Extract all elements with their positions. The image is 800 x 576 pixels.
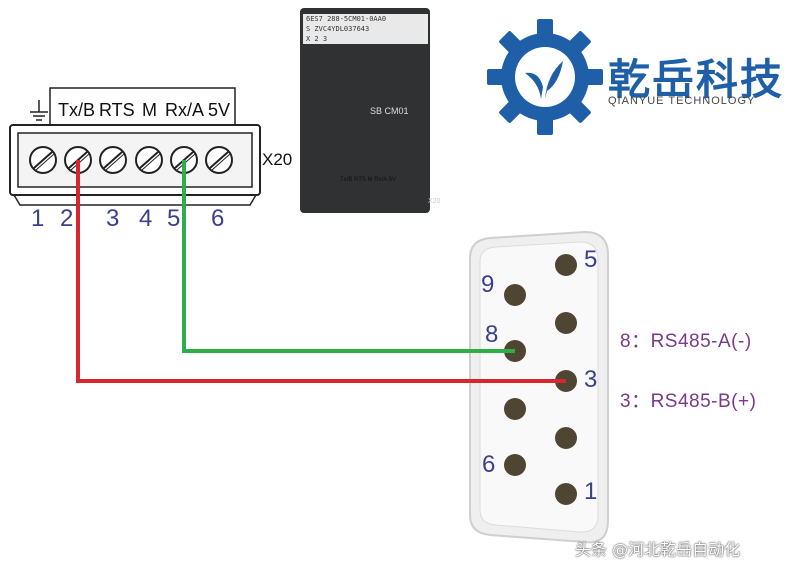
module-order-number: 6ES7 288-5CM01-0AA0 — [306, 15, 387, 23]
terminal-label-m: M — [142, 100, 157, 120]
db9-label-6: 6 — [482, 451, 496, 478]
db9-pin-7 — [504, 398, 526, 420]
db9-pin-2 — [555, 427, 577, 449]
terminal-label-rxa: Rx/A — [165, 100, 205, 120]
db9-pin-1 — [555, 483, 577, 505]
terminal-block-name: X20 — [262, 150, 293, 169]
db9-connector — [469, 230, 609, 544]
screw-1 — [29, 146, 57, 174]
db9-label-3: 3 — [584, 366, 598, 393]
pin-number-6: 6 — [211, 205, 225, 232]
green-wire — [182, 160, 515, 353]
watermark: 头条 @河北乾岳自动化 — [575, 540, 741, 559]
db9-pin-4 — [555, 312, 577, 334]
screw-6 — [205, 146, 233, 174]
db9-label-5: 5 — [584, 246, 598, 273]
red-wire — [76, 160, 566, 383]
ground-icon — [30, 100, 48, 121]
pin8-note: 8：RS485-A(-) — [620, 331, 752, 352]
module-name: SB CM01 — [370, 106, 409, 116]
db9-pin-9 — [504, 284, 526, 306]
db9-pin-6 — [504, 454, 526, 476]
pin-number-5: 5 — [167, 205, 181, 232]
pin-number-2: 2 — [60, 205, 74, 232]
screw-4 — [135, 146, 163, 174]
terminal-label-txb: Tx/B — [58, 100, 96, 120]
terminal-label-rts: RTS — [99, 100, 135, 120]
pin3-note: 3：RS485-B(+) — [620, 391, 757, 412]
db9-pin-5 — [555, 254, 577, 276]
module-terminal-labels: Tx/B RTS M Rx/A 5V — [340, 177, 396, 183]
pin-number-1: 1 — [31, 205, 45, 232]
module-block-name: X20 — [428, 198, 441, 205]
db9-label-1: 1 — [584, 478, 598, 505]
module-label-plate: 6ES7 288-5CM01-0AA0 S ZVC4YDL037643 X 2 … — [303, 14, 428, 44]
pin-number-3: 3 — [106, 205, 120, 232]
module-version-boxes: X 2 3 — [306, 35, 328, 43]
pin-number-4: 4 — [139, 205, 153, 232]
db9-label-9: 9 — [481, 271, 495, 298]
db9-label-8: 8 — [485, 321, 499, 348]
module-serial-number: S ZVC4YDL037643 — [306, 25, 370, 33]
logo-chinese-name: 乾岳科技 — [608, 55, 785, 104]
gear-leaf-icon — [487, 19, 603, 135]
logo-english-name: QIANYUE TECHNOLOGY — [608, 95, 756, 107]
screw-3 — [99, 146, 127, 174]
terminal-label-5v: 5V — [208, 100, 231, 120]
